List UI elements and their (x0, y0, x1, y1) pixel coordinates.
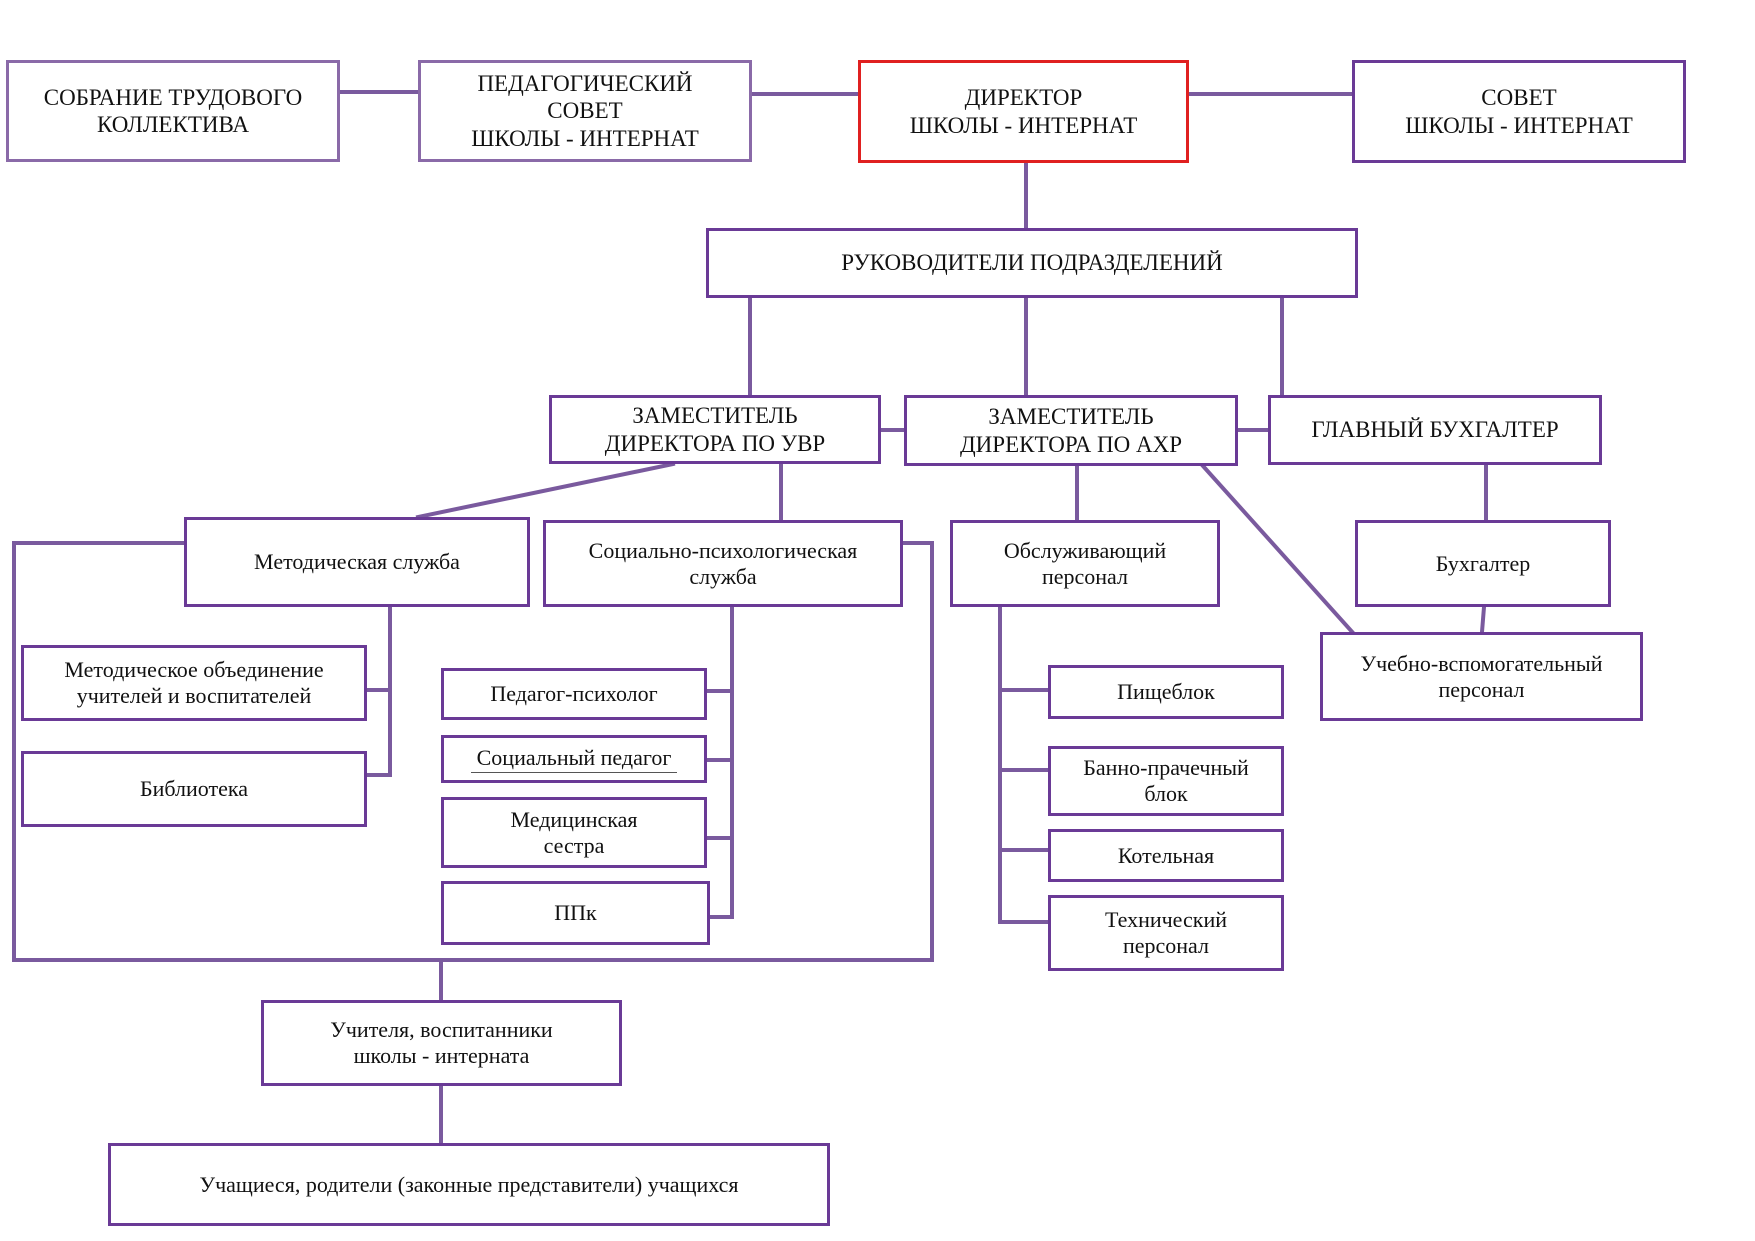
chief-accountant-box: ГЛАВНЫЙ БУХГАЛТЕР (1268, 395, 1602, 465)
assembly-box: СОБРАНИЕ ТРУДОВОГО КОЛЛЕКТИВА (6, 60, 340, 162)
nurse-box: Медицинская сестра (441, 797, 707, 868)
link-accountant-support (1479, 604, 1487, 635)
library-box: Библиотека (21, 751, 367, 827)
boiler-box: Котельная (1048, 829, 1284, 882)
ped-psychologist-box: Педагог-психолог (441, 668, 707, 720)
link-uvr-method (415, 461, 676, 520)
ped-council-box: ПЕДАГОГИЧЕСКИЙ СОВЕТ ШКОЛЫ - ИНТЕРНАТ (418, 60, 752, 162)
frame-left (12, 541, 934, 962)
laundry-box: Банно-прачечный блок (1048, 746, 1284, 816)
accountant-box: Бухгалтер (1355, 520, 1611, 607)
service-staff-box: Обслуживающий персонал (950, 520, 1220, 607)
social-psych-service-box: Социально-психологическая служба (543, 520, 903, 607)
social-pedagogue-label: Социальный педагог (470, 745, 678, 774)
deputy-ahr-box: ЗАМЕСТИТЕЛЬ ДИРЕКТОРА ПО АХР (904, 395, 1238, 466)
heads-box: РУКОВОДИТЕЛИ ПОДРАЗДЕЛЕНИЙ (706, 228, 1358, 298)
school-council-box: СОВЕТ ШКОЛЫ - ИНТЕРНАТ (1352, 60, 1686, 163)
link-ahr-support (1200, 463, 1357, 637)
method-association-box: Методическое объединение учителей и восп… (21, 645, 367, 721)
tech-staff-box: Технический персонал (1048, 895, 1284, 971)
method-service-box: Методическая служба (184, 517, 530, 607)
link-method-children (365, 605, 392, 777)
director-box: ДИРЕКТОР ШКОЛЫ - ИНТЕРНАТ (858, 60, 1189, 163)
support-staff-box: Учебно-вспомогательный персонал (1320, 632, 1643, 721)
ppk-box: ППк (441, 881, 710, 945)
canteen-box: Пищеблок (1048, 665, 1284, 719)
deputy-uvr-box: ЗАМЕСТИТЕЛЬ ДИРЕКТОРА ПО УВР (549, 395, 881, 464)
teachers-box: Учителя, воспитанники школы - интерната (261, 1000, 622, 1086)
social-pedagogue-box: Социальный педагог (441, 735, 707, 783)
students-box: Учащиеся, родители (законные представите… (108, 1143, 830, 1226)
